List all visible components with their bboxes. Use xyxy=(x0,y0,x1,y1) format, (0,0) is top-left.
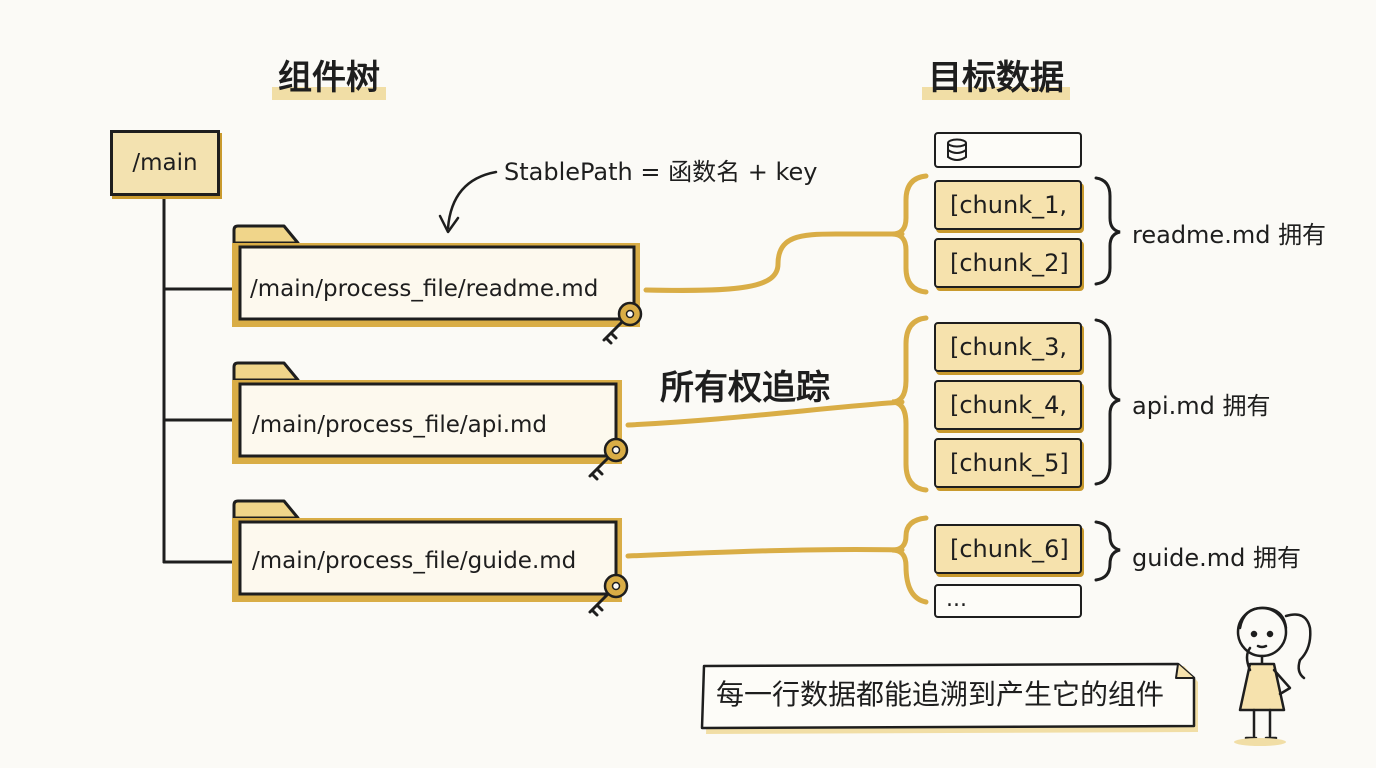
component-readme[interactable]: /main/process_file/readme.md xyxy=(250,276,599,302)
traceability-note: 每一行数据都能追溯到产生它的组件 xyxy=(716,678,1165,711)
tree-connectors xyxy=(162,194,236,564)
stablepath-annotation: StablePath = 函数名 + key xyxy=(504,158,818,186)
left-braces xyxy=(891,173,929,605)
note-card-shape xyxy=(700,662,1198,734)
annotation-arrowhead xyxy=(438,214,460,234)
root-node-label: /main xyxy=(132,150,198,176)
component-tree-heading: 组件树 xyxy=(272,56,386,100)
owner-label-api: api.md 拥有 xyxy=(1132,392,1271,420)
chunk-row[interactable]: [chunk_2] xyxy=(934,238,1082,288)
folder-api xyxy=(232,361,622,464)
table-header-row xyxy=(934,132,1082,168)
folder-readme xyxy=(232,224,640,327)
root-node[interactable]: /main xyxy=(110,130,220,196)
chunk-row[interactable]: [chunk_3, xyxy=(934,322,1082,372)
ownership-connectors xyxy=(625,231,905,559)
component-guide[interactable]: /main/process_file/guide.md xyxy=(252,548,577,574)
right-braces xyxy=(1094,176,1121,582)
folder-guide xyxy=(232,499,622,602)
ownership-tracking-label: 所有权追踪 xyxy=(660,368,830,408)
target-data-heading: 目标数据 xyxy=(922,56,1070,100)
owner-label-guide: guide.md 拥有 xyxy=(1132,544,1301,572)
owner-label-readme: readme.md 拥有 xyxy=(1132,221,1327,249)
database-icon xyxy=(947,138,967,161)
chunk-row[interactable]: [chunk_4, xyxy=(934,380,1082,430)
annotation-arrow xyxy=(446,170,498,230)
chunk-row[interactable]: [chunk_5] xyxy=(934,438,1082,488)
chunk-row[interactable]: [chunk_6] xyxy=(934,524,1082,574)
component-api[interactable]: /main/process_file/api.md xyxy=(252,412,548,438)
ellipsis-row: ... xyxy=(934,584,1082,618)
thinking-girl-figure xyxy=(1234,606,1312,746)
chunk-row[interactable]: [chunk_1, xyxy=(934,180,1082,230)
